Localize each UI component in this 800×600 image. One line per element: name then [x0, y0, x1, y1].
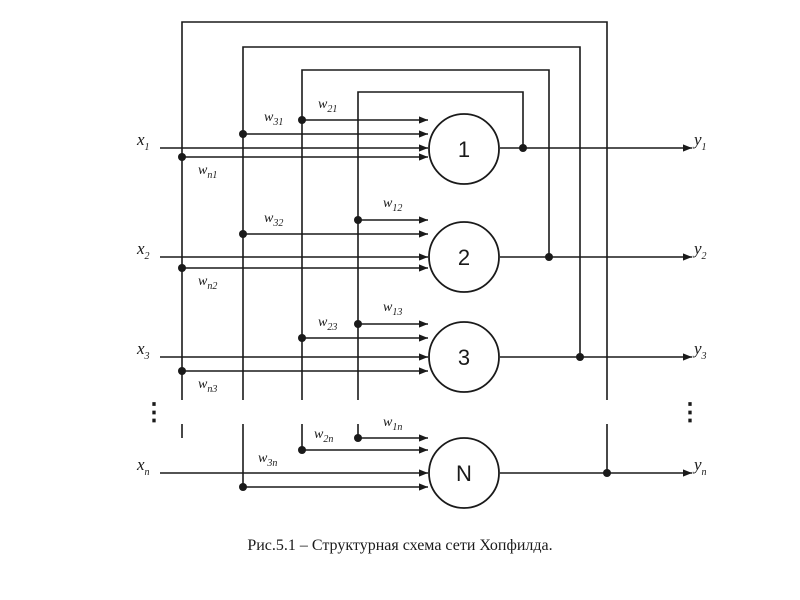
- neuron-n: N: [428, 437, 500, 509]
- figure-caption: Рис.5.1 – Структурная схема сети Хопфилд…: [247, 537, 553, 554]
- neuron-2: 2: [428, 221, 500, 293]
- weight-label-wn3: wn3: [198, 377, 217, 395]
- weight-label-w23: w23: [318, 315, 337, 333]
- weight-label-w3n: w3n: [258, 451, 277, 469]
- weight-label-w21: w21: [318, 97, 337, 115]
- input-label-xn: xn: [136, 455, 150, 478]
- weight-arrows: [182, 116, 428, 491]
- input-labels: x1 x2 x3 xn: [136, 130, 150, 478]
- feedback-loop-1: [357, 91, 524, 400]
- weight-label-wn1: wn1: [198, 163, 217, 181]
- feedback-lines: [181, 21, 608, 487]
- weight-label-w31: w31: [264, 110, 283, 128]
- weight-label-w12: w12: [383, 196, 402, 214]
- neuron-1-label: 1: [458, 137, 470, 162]
- output-label-y1: y1: [692, 130, 707, 153]
- output-lines: [500, 144, 692, 477]
- input-label-x3: x3: [136, 339, 150, 362]
- feedback-loop-2: [301, 69, 550, 400]
- junction-dots: [178, 116, 611, 491]
- output-label-yn: yn: [692, 455, 707, 478]
- input-label-x1: x1: [136, 130, 150, 153]
- weight-labels: w21 w31 wn1 w12 w32 wn2 w13 w23 wn3 w1n …: [198, 97, 402, 469]
- neuron-1: 1: [428, 113, 500, 185]
- weight-label-w2n: w2n: [314, 427, 333, 445]
- output-labels: y1 y2 y3 yn: [692, 130, 707, 478]
- hopfield-network-diagram: 1 2 3 N x1 x2 x3 xn y1 y2 y3 yn w21 w31 …: [136, 21, 707, 509]
- feedback-loop-3: [242, 46, 581, 400]
- weight-label-wn2: wn2: [198, 274, 217, 292]
- input-lines: [160, 144, 428, 477]
- output-label-y3: y3: [692, 339, 707, 362]
- neuron-3-label: 3: [458, 345, 470, 370]
- output-label-y2: y2: [692, 239, 707, 262]
- weight-label-w32: w32: [264, 211, 283, 229]
- neuron-n-label: N: [456, 461, 472, 486]
- input-label-x2: x2: [136, 239, 150, 262]
- ellipsis-left: ⋮: [142, 399, 166, 426]
- neuron-3: 3: [428, 321, 500, 393]
- ellipsis-right: ⋮: [678, 399, 702, 426]
- neuron-2-label: 2: [458, 245, 470, 270]
- feedback-loop-n: [181, 21, 608, 400]
- weight-label-w1n: w1n: [383, 415, 402, 433]
- weight-label-w13: w13: [383, 300, 402, 318]
